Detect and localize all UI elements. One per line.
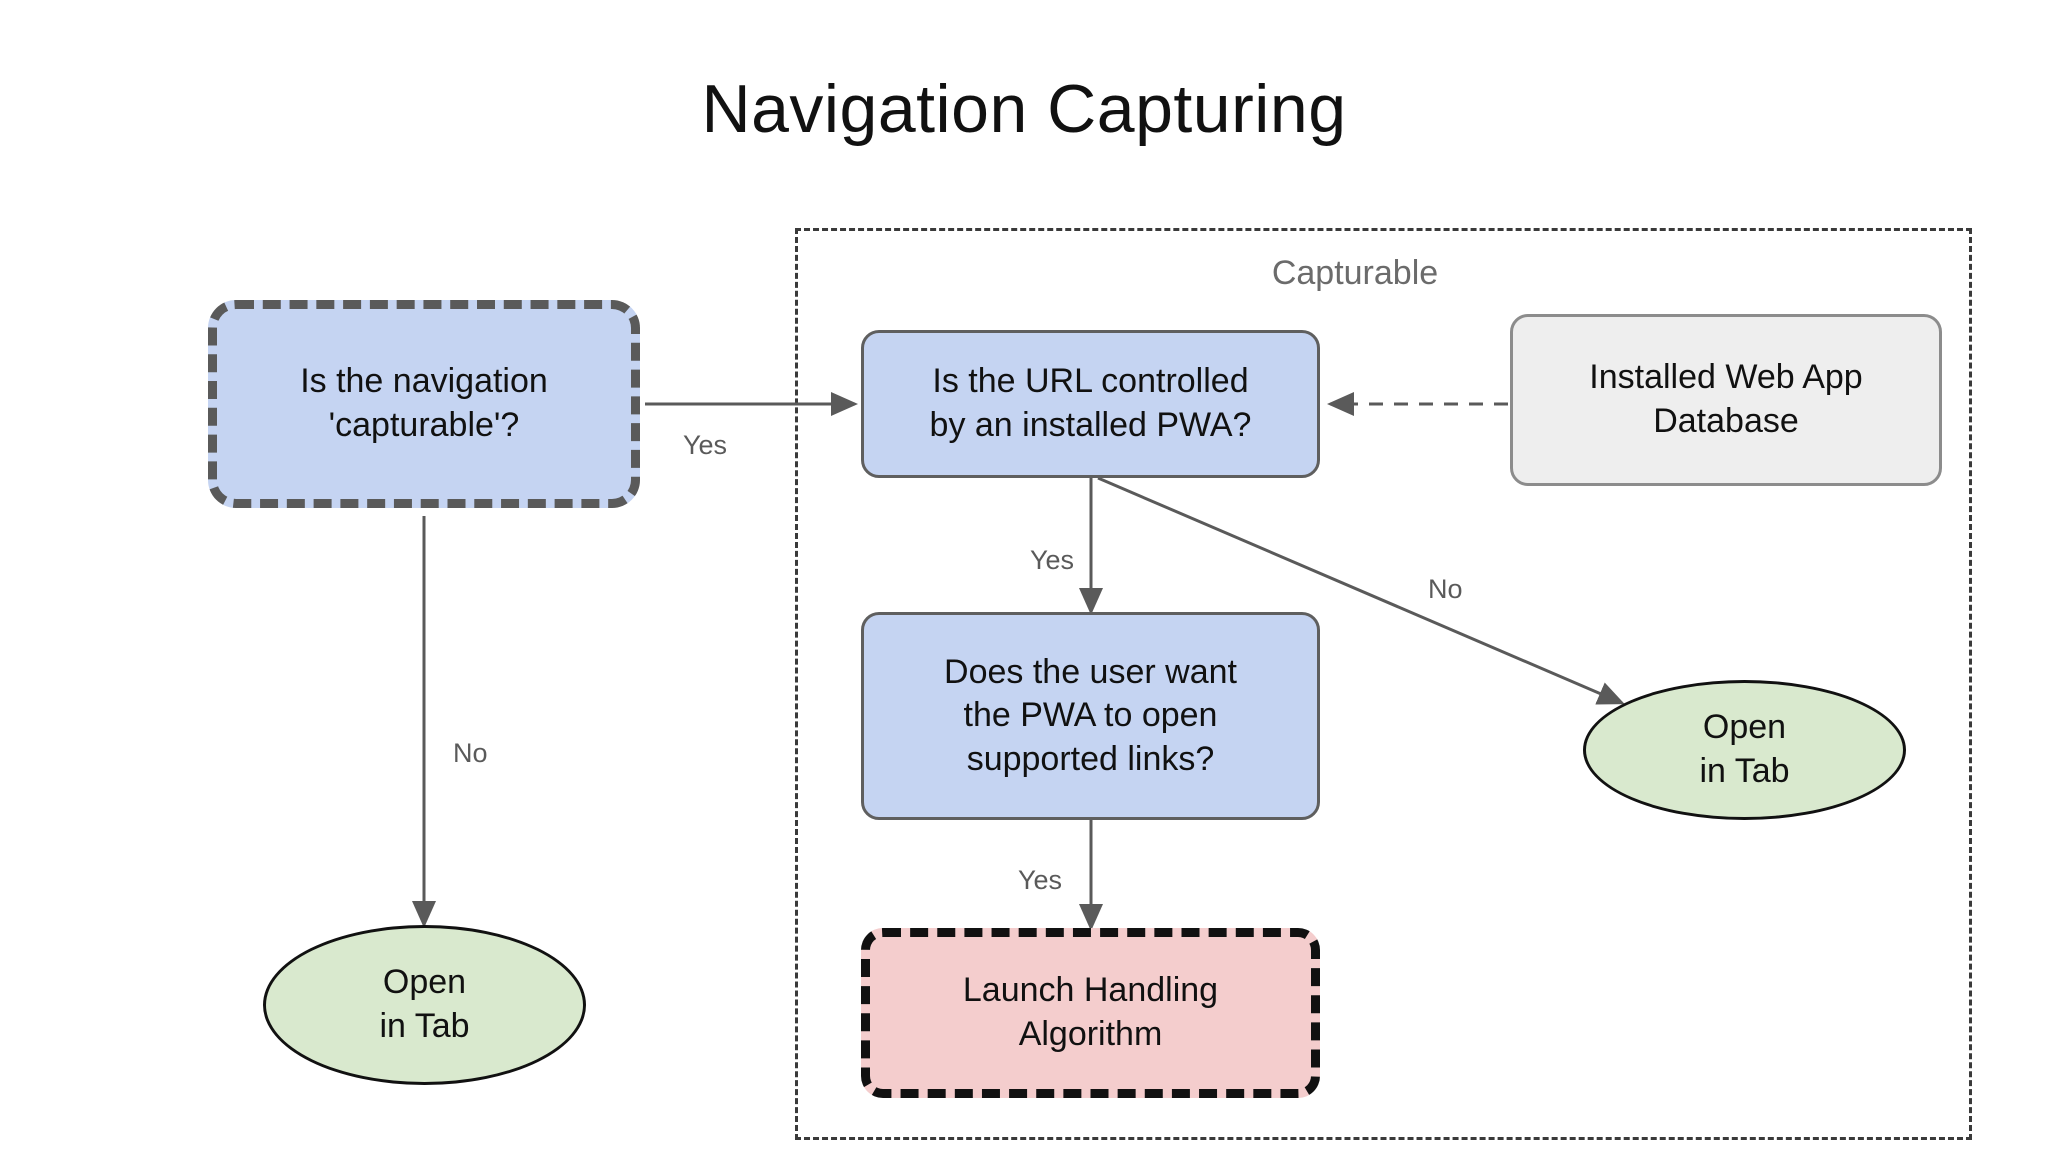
capturable-group-label: Capturable xyxy=(1271,254,1439,292)
edge-label-url-no: No xyxy=(1428,574,1463,604)
edge-label-capturable-no: No xyxy=(453,738,488,768)
node-open-in-tab-right[interactable]: Open in Tab xyxy=(1583,680,1906,820)
edge-label-capturable-yes: Yes xyxy=(683,430,728,460)
node-installed-web-app-database[interactable]: Installed Web App Database xyxy=(1510,314,1942,486)
node-is-url-controlled[interactable]: Is the URL controlled by an installed PW… xyxy=(861,330,1320,478)
node-is-navigation-capturable[interactable]: Is the navigation 'capturable'? xyxy=(208,300,640,508)
edge-label-user-yes: Yes xyxy=(1018,865,1063,895)
node-launch-handling-algorithm[interactable]: Launch Handling Algorithm xyxy=(861,928,1320,1098)
edge-label-url-yes: Yes xyxy=(1030,545,1075,575)
page-title: Navigation Capturing xyxy=(701,71,1347,147)
node-open-in-tab-left[interactable]: Open in Tab xyxy=(263,925,586,1085)
capturable-group-container xyxy=(795,228,1972,1140)
node-does-user-want-pwa[interactable]: Does the user want the PWA to open suppo… xyxy=(861,612,1320,820)
